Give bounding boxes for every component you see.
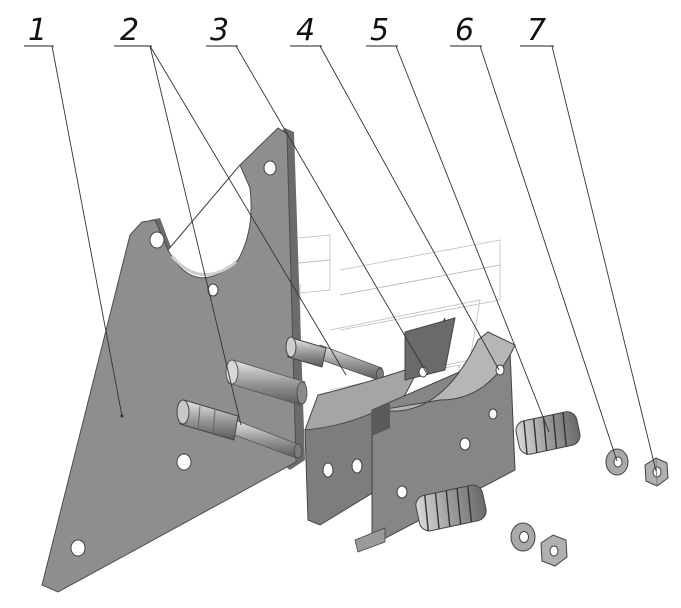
spring-upper	[515, 411, 581, 455]
callout-3: 3	[206, 13, 238, 48]
callout-1: 1	[24, 13, 54, 48]
part-5-springs	[415, 411, 581, 532]
callout-2-label: 2	[120, 13, 139, 48]
callout-7-label: 7	[527, 13, 546, 48]
part-2-bolts	[176, 336, 384, 459]
leader-7	[551, 45, 657, 472]
callout-4-label: 4	[296, 13, 315, 48]
part-1-side-plate	[41, 127, 305, 593]
part-6-washers	[510, 448, 629, 552]
leader-5	[395, 45, 550, 433]
leader-lines	[51, 45, 657, 472]
callout-labels: 1 2 3 4 5 6 7	[24, 13, 554, 48]
callout-6: 6	[450, 13, 482, 48]
spring-lower	[415, 484, 487, 532]
callout-1-label: 1	[28, 13, 47, 48]
callout-2: 2	[114, 13, 152, 48]
callout-6-label: 6	[455, 13, 474, 48]
callout-4: 4	[290, 13, 322, 48]
callout-5: 5	[366, 13, 398, 48]
callout-3-label: 3	[210, 13, 229, 48]
leader-3	[235, 45, 427, 373]
part-7-nuts	[540, 457, 669, 567]
callout-7: 7	[520, 13, 554, 48]
leader-2b	[149, 45, 347, 376]
leader-2a	[149, 45, 242, 426]
leader-4	[319, 45, 500, 371]
callout-5-label: 5	[370, 13, 389, 48]
leader-1	[51, 45, 123, 417]
part-4-bracket-plate	[354, 331, 516, 553]
leader-6	[479, 45, 618, 462]
